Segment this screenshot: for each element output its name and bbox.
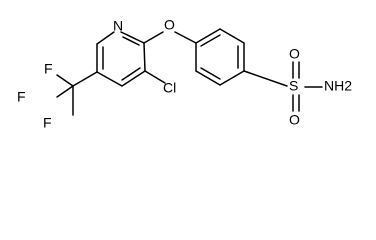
- bond-b4-s: [243, 70, 288, 87]
- atom-label-nh2: NH2: [324, 78, 352, 94]
- atom-label-f-left: F: [17, 89, 26, 105]
- bond-c4-c5: [96, 71, 123, 87]
- atom-label-s: S: [289, 78, 298, 94]
- double-bond-c3-c4: [121, 67, 141, 81]
- bond-c-f-left: [56, 85, 74, 98]
- benzene-ring: [195, 28, 245, 86]
- atom-label-o-ether: O: [164, 17, 175, 33]
- chemical-structure-canvas: N O Cl F F F S O O NH2: [17, 17, 352, 131]
- bond-b1-b2: [195, 28, 221, 44]
- bond-c-f-top: [56, 74, 74, 87]
- bond-n-c2: [120, 31, 145, 44]
- bond-c5-cf3: [72, 71, 98, 87]
- bond-c2-c3: [143, 42, 146, 72]
- bond-b5-b6: [195, 70, 221, 86]
- atom-label-o-sulfonyl-top: O: [289, 46, 300, 62]
- atom-label-cl: Cl: [163, 80, 176, 96]
- double-bond-n-c2: [122, 36, 140, 46]
- atom-label-n-pyridine: N: [113, 18, 123, 34]
- bond-c3-cl: [144, 70, 166, 84]
- bond-c2-o: [143, 31, 164, 44]
- atom-label-f-bottom: F: [43, 115, 52, 131]
- bond-c3-c4: [121, 70, 146, 87]
- atom-label-f-top: F: [44, 61, 53, 77]
- pyridine-ring: [96, 31, 146, 87]
- double-bond-b1-b2: [200, 34, 221, 47]
- bond-c6-n: [96, 31, 115, 45]
- bond-b2-b3: [219, 28, 245, 44]
- molecule-diagram: N O Cl F F F S O O NH2: [17, 17, 352, 131]
- bond-b4-b5: [219, 70, 245, 86]
- bond-o-c1prime: [174, 31, 197, 44]
- double-bond-b5-b6: [200, 67, 221, 80]
- atom-label-o-sulfonyl-bottom: O: [289, 112, 300, 128]
